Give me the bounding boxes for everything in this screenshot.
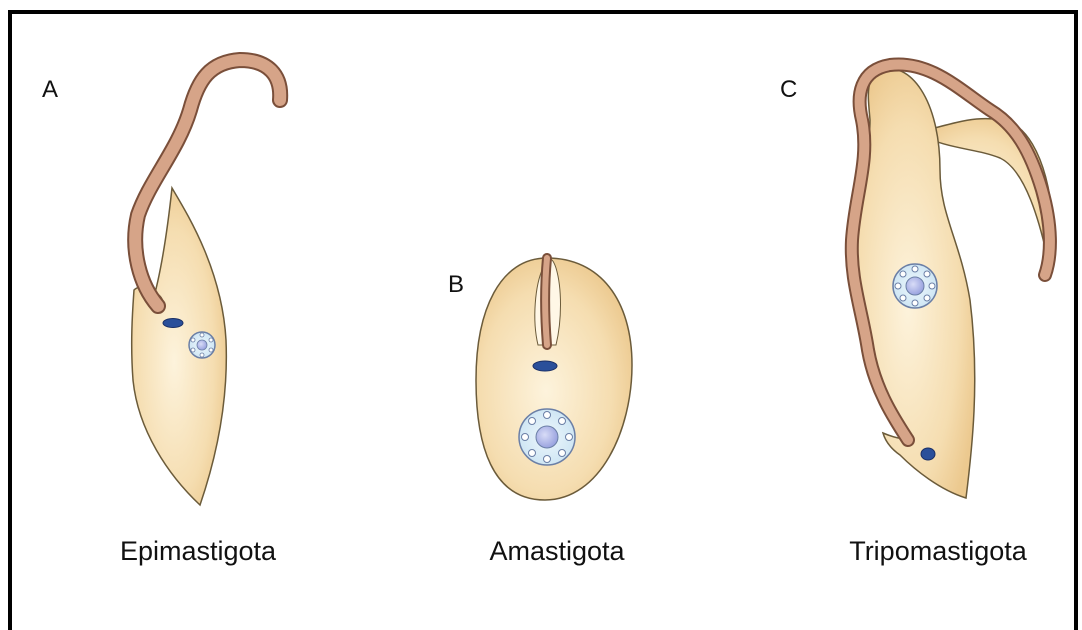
epimastigote-cell (132, 60, 280, 505)
trypomastigote-kinetoplast (921, 448, 935, 460)
caption-epimastigota: Epimastigota (120, 536, 277, 566)
amastigote-cell (476, 258, 632, 500)
amastigote-kinetoplast (533, 361, 557, 371)
panel-letter-c: C (780, 76, 797, 103)
panel-letter-b: B (448, 271, 464, 298)
trypomastigote-cell (852, 64, 1053, 498)
panel-letter-a: A (42, 76, 58, 103)
caption-tripomastigota: Tripomastigota (849, 536, 1028, 566)
caption-amastigota: Amastigota (489, 536, 625, 566)
trypomastigote-nucleolus (906, 277, 924, 295)
epimastigote-nucleolus (197, 340, 207, 350)
epimastigote-kinetoplast (163, 319, 183, 328)
amastigote-nucleolus (536, 426, 558, 448)
